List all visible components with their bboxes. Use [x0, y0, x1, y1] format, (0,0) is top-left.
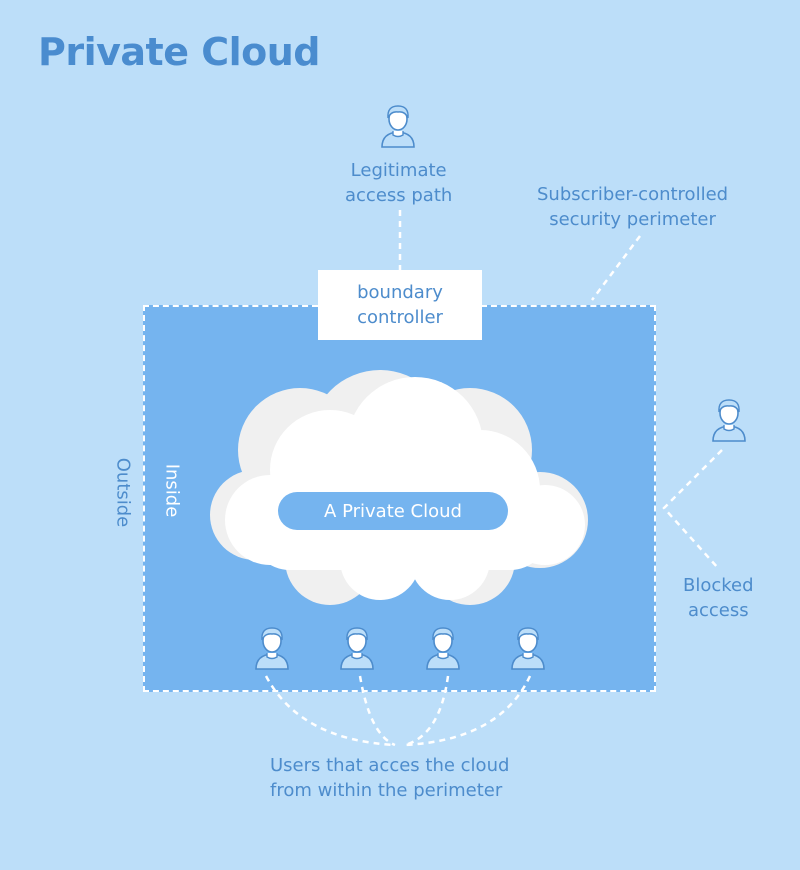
security-perimeter-line1: Subscriber-controlled	[537, 184, 729, 205]
perimeter-pointer-line	[591, 235, 641, 301]
blocked-access-line1: Blocked	[683, 575, 754, 596]
diagram-title: Private Cloud	[38, 30, 320, 74]
inside-user-icon	[255, 627, 289, 670]
private-cloud-label: A Private Cloud	[278, 492, 508, 530]
legitimate-access-label: Legitimate access path	[345, 158, 452, 208]
blocked-access-label: Blocked access	[683, 573, 754, 623]
legitimate-access-line2: access path	[345, 185, 453, 206]
inside-user-icon	[340, 627, 374, 670]
inside-users-label: Users that acces the cloud from within t…	[270, 753, 509, 803]
legitimate-access-line1: Legitimate	[350, 160, 447, 181]
blocked-user-icon	[712, 399, 746, 442]
user4-line	[404, 675, 532, 747]
inside-users-line2: from within the perimeter	[270, 780, 503, 801]
boundary-controller-line1: boundary	[357, 282, 443, 303]
user3-line	[404, 675, 450, 747]
user2-line	[358, 675, 396, 747]
inside-users-line1: Users that acces the cloud	[270, 755, 510, 776]
boundary-controller-line2: controller	[357, 307, 443, 328]
user1-line	[264, 675, 396, 747]
boundary-controller: boundary controller	[318, 270, 482, 340]
blocked-access-line	[662, 449, 723, 569]
security-perimeter-line2: security perimeter	[549, 209, 716, 230]
blocked-access-line2: access	[687, 600, 749, 621]
inside-user-icon	[511, 627, 545, 670]
legitimate-user-icon	[381, 105, 415, 148]
inside-user-icon	[426, 627, 460, 670]
security-perimeter-label: Subscriber-controlled security perimeter	[537, 182, 728, 232]
